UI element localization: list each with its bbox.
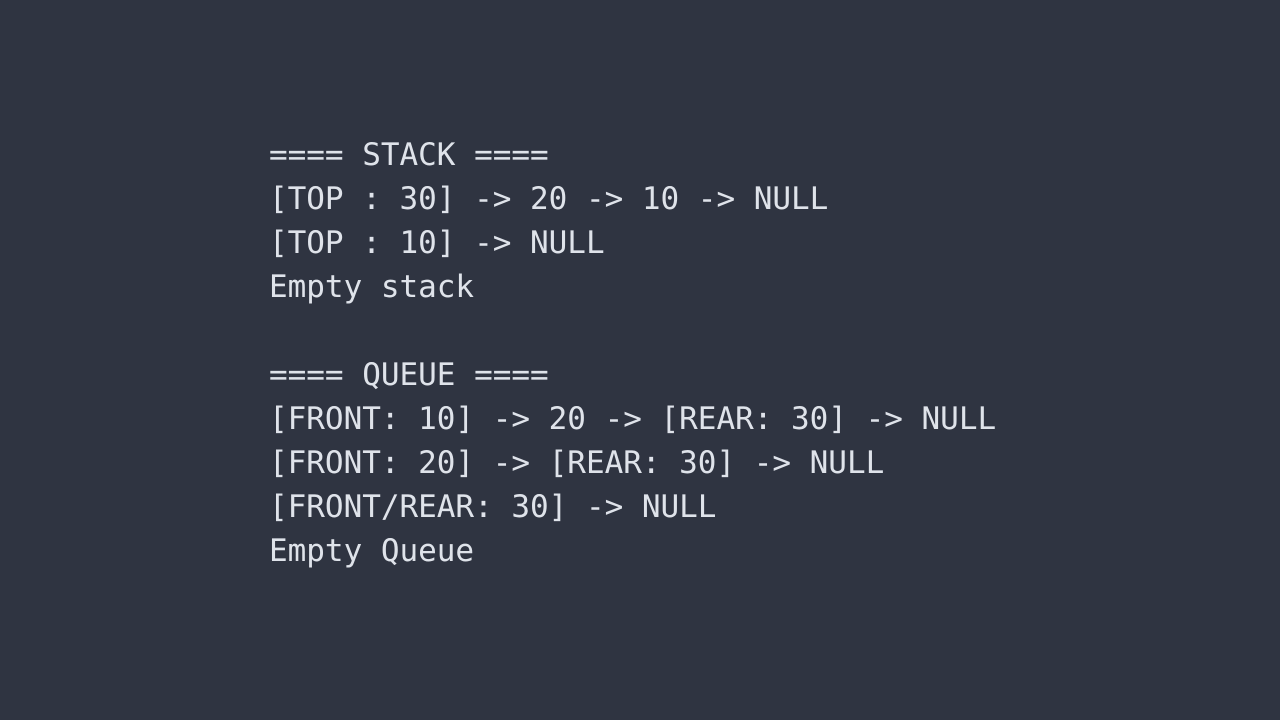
- stack-empty-message: Empty stack: [269, 269, 475, 305]
- stack-header: ==== STACK ====: [269, 137, 549, 173]
- queue-state-3: [FRONT/REAR: 30] -> NULL: [269, 489, 717, 525]
- queue-state-1: [FRONT: 10] -> 20 -> [REAR: 30] -> NULL: [269, 401, 997, 437]
- stack-state-2: [TOP : 10] -> NULL: [269, 225, 605, 261]
- queue-header: ==== QUEUE ====: [269, 357, 549, 393]
- stack-state-1: [TOP : 30] -> 20 -> 10 -> NULL: [269, 181, 829, 217]
- queue-empty-message: Empty Queue: [269, 533, 475, 569]
- console-output: ==== STACK ==== [TOP : 30] -> 20 -> 10 ->…: [269, 133, 996, 573]
- queue-state-2: [FRONT: 20] -> [REAR: 30] -> NULL: [269, 445, 885, 481]
- separator-blank: [269, 309, 996, 353]
